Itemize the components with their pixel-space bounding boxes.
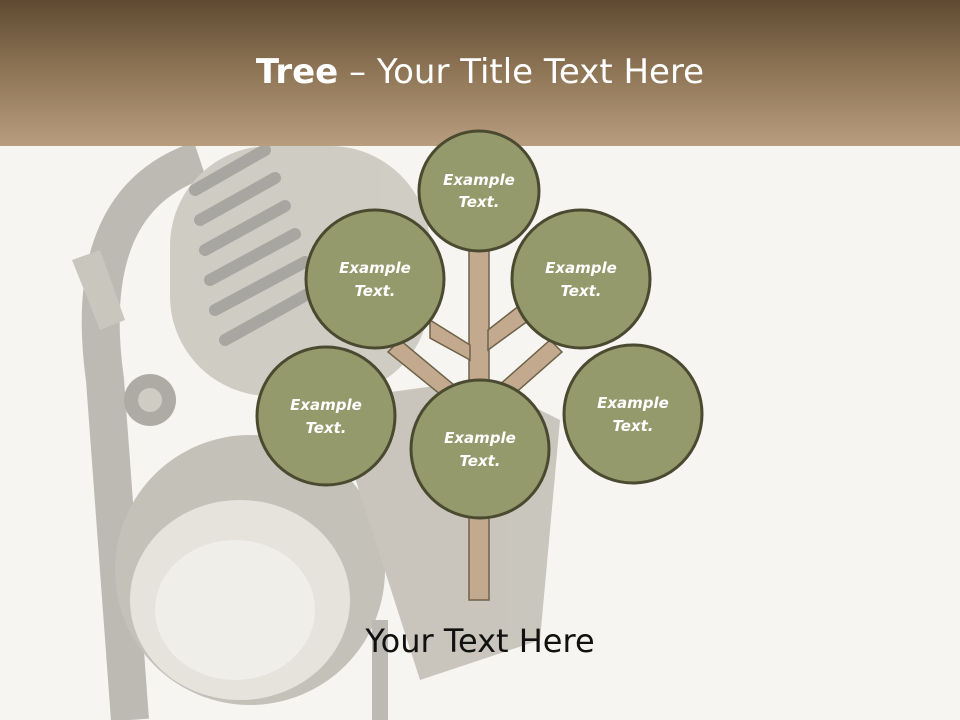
slide-title: Tree – Your Title Text Here	[0, 52, 960, 92]
footer-text: Your Text Here	[365, 622, 595, 660]
node-center: Example Text.	[409, 378, 551, 520]
tree-branch-left-upper	[429, 318, 471, 362]
node-lower-left: Example Text.	[255, 345, 397, 487]
node-label-line2: Text.	[458, 193, 499, 211]
node-label-line1: Example	[443, 171, 515, 189]
title-bold: Tree	[255, 52, 339, 92]
title-rest: – Your Title Text Here	[338, 52, 705, 92]
node-upper-right: Example Text.	[510, 208, 652, 350]
node-label-line1: Example	[444, 429, 516, 447]
header-bar	[0, 0, 960, 146]
node-upper-left: Example Text.	[304, 208, 446, 350]
node-top: Example Text.	[417, 129, 541, 253]
node-label-line2: Text.	[305, 419, 346, 437]
node-lower-right: Example Text.	[562, 343, 704, 485]
node-label-line1: Example	[597, 394, 669, 412]
node-label-line1: Example	[339, 259, 411, 277]
node-label-line2: Text.	[612, 417, 653, 435]
node-label-line1: Example	[290, 396, 362, 414]
node-label-line2: Text.	[459, 452, 500, 470]
node-label-line1: Example	[545, 259, 617, 277]
node-label-line2: Text.	[354, 282, 395, 300]
node-label-line2: Text.	[560, 282, 601, 300]
